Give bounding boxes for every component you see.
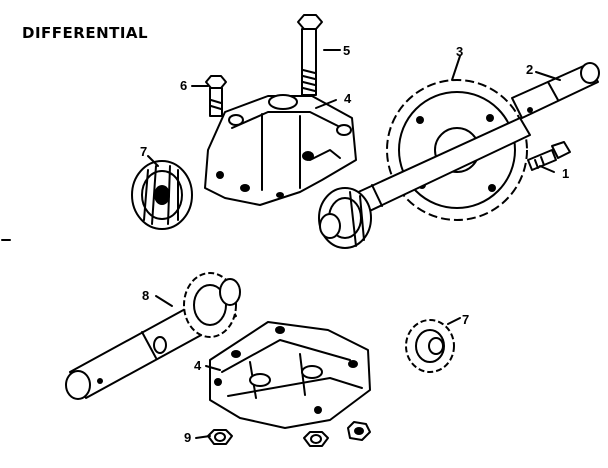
callout-7-upper: 7 — [140, 144, 147, 159]
callout-1: 1 — [562, 166, 569, 181]
callout-7-lower: 7 — [462, 312, 469, 327]
lower-pinion-gear — [405, 319, 455, 373]
callout-5: 5 — [343, 43, 350, 58]
short-bolt — [205, 75, 227, 117]
diagram-title: DIFFERENTIAL — [22, 24, 149, 42]
callout-3: 3 — [456, 44, 463, 59]
upper-housing — [204, 94, 357, 206]
lower-axle-gear — [183, 272, 241, 338]
long-bolt — [297, 14, 323, 96]
hex-nut-middle — [303, 431, 329, 447]
lower-housing — [209, 321, 371, 429]
axle-coupling — [511, 62, 600, 119]
callout-2: 2 — [526, 62, 533, 77]
callout-4-upper: 4 — [344, 91, 352, 106]
upper-bevel-gear — [131, 160, 193, 230]
callout-8: 8 — [142, 288, 149, 303]
small-bolt — [527, 141, 571, 171]
hex-nut-left — [207, 429, 233, 445]
hex-nut-right — [347, 421, 371, 441]
callout-9: 9 — [184, 430, 191, 445]
callout-4-lower: 4 — [194, 358, 202, 373]
callout-6: 6 — [180, 78, 187, 93]
upper-axle-bevel-gear — [318, 187, 372, 249]
leader-lines — [147, 49, 561, 439]
